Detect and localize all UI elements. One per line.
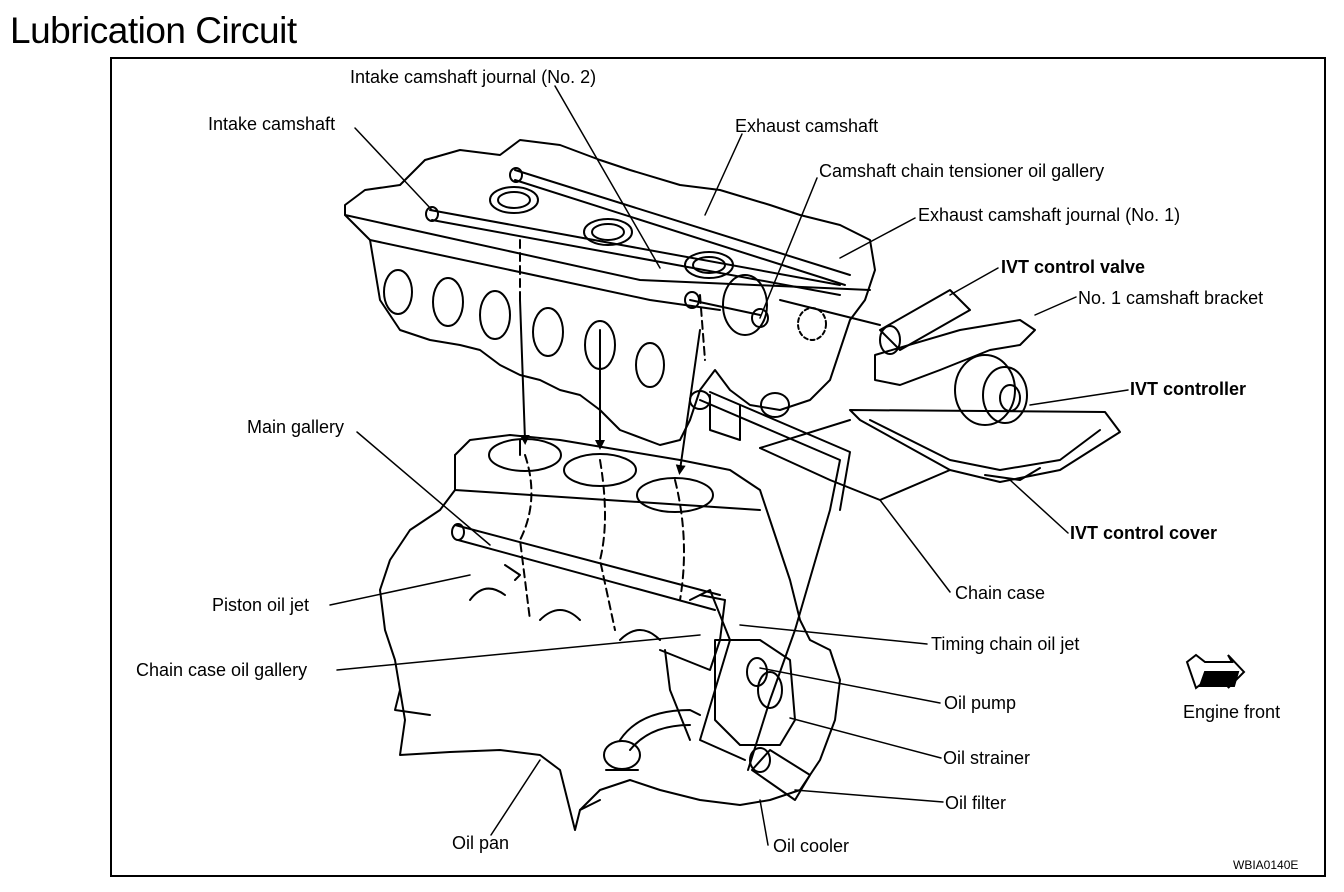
chain-case-oil-gallery-pipe xyxy=(659,391,851,771)
oil-passages xyxy=(519,239,706,631)
label-exhaust-camshaft: Exhaust camshaft xyxy=(735,116,879,136)
leader-lines xyxy=(329,85,1129,846)
label-engine-front: Engine front xyxy=(1183,702,1281,722)
label-piston-oil-jet: Piston oil jet xyxy=(212,595,310,615)
label-exhaust-camshaft-journal-1: Exhaust camshaft journal (No. 1) xyxy=(918,205,1181,225)
label-oil-strainer: Oil strainer xyxy=(943,748,1031,768)
cylinder-block xyxy=(379,434,841,831)
oil-feed-pipes xyxy=(519,299,701,475)
label-ivt-control-cover: IVT control cover xyxy=(1070,523,1218,543)
oil-pump xyxy=(714,639,796,746)
label-intake-camshaft-journal-2: Intake camshaft journal (No. 2) xyxy=(350,67,597,87)
label-ivt-controller: IVT controller xyxy=(1130,379,1247,399)
reference-code: WBIA0140E xyxy=(1233,858,1299,872)
cylinder-head xyxy=(344,139,881,446)
label-oil-pump: Oil pump xyxy=(944,693,1017,713)
ivt-assembly xyxy=(759,289,1121,501)
label-intake-camshaft: Intake camshaft xyxy=(208,114,336,134)
label-timing-chain-oil-jet: Timing chain oil jet xyxy=(931,634,1080,654)
page-title: Lubrication Circuit xyxy=(10,10,297,51)
diagram-frame xyxy=(110,57,1326,877)
label-chain-case-oil-gallery: Chain case oil gallery xyxy=(136,660,308,680)
label-oil-cooler: Oil cooler xyxy=(773,836,850,856)
label-camshaft-chain-tensioner-oil-gallery: Camshaft chain tensioner oil gallery xyxy=(819,161,1105,181)
oil-filter xyxy=(749,747,811,801)
label-ivt-control-valve: IVT control valve xyxy=(1001,257,1146,277)
label-main-gallery: Main gallery xyxy=(247,417,345,437)
oil-strainer xyxy=(603,709,701,771)
label-oil-pan: Oil pan xyxy=(452,833,510,853)
label-oil-filter: Oil filter xyxy=(945,793,1007,813)
label-no1-camshaft-bracket: No. 1 camshaft bracket xyxy=(1078,288,1264,308)
engine-front-arrow-icon xyxy=(1185,653,1246,690)
label-chain-case: Chain case xyxy=(955,583,1046,603)
